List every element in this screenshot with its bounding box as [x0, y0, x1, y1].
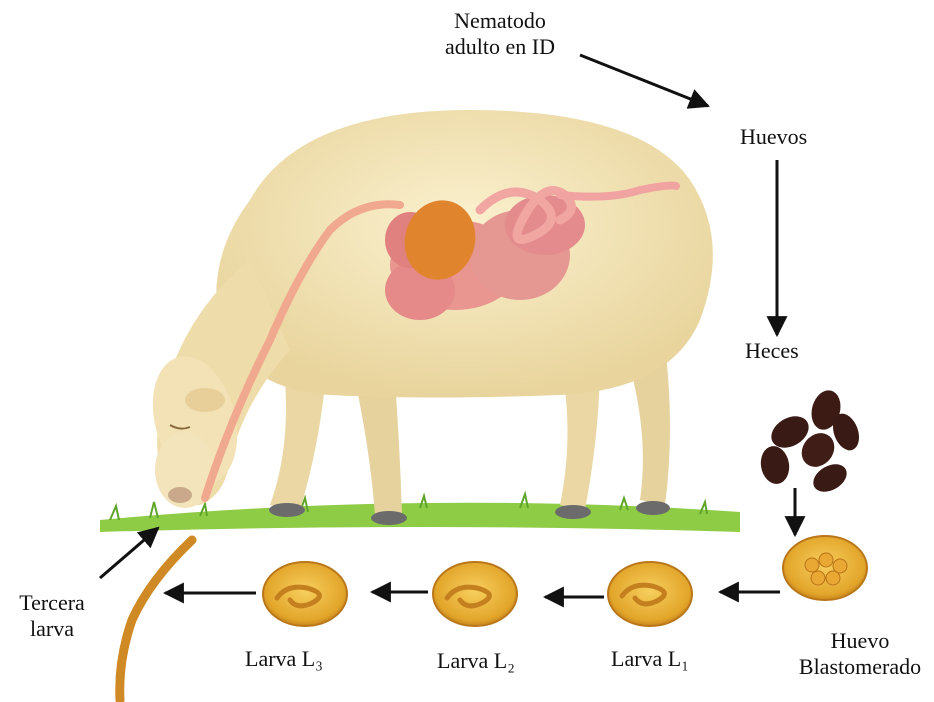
arrow-larva-to-grass: [100, 528, 158, 578]
label-egg-line1: Huevo: [790, 628, 930, 654]
label-adult-line2: adulto en ID: [425, 34, 575, 60]
label-larva-l3: Larva L₃: [245, 646, 323, 672]
label-third-larva: Tercera larva: [2, 590, 102, 642]
label-larva-l2: Larva L₂: [437, 648, 515, 674]
label-egg-line2: Blastomerado: [790, 654, 930, 680]
third-larva-worm: [120, 540, 192, 700]
label-adult-line1: Nematodo: [425, 8, 575, 34]
larva-l2-egg: [433, 562, 517, 626]
label-blastomere-egg: Huevo Blastomerado: [790, 628, 930, 680]
label-adult-nematode: Nematodo adulto en ID: [425, 8, 575, 60]
feces-pellets: [758, 387, 864, 497]
label-third-line2: larva: [2, 616, 102, 642]
label-feces: Heces: [745, 338, 799, 364]
label-eggs: Huevos: [740, 124, 807, 150]
arrow-adult-to-eggs: [580, 55, 708, 106]
sheep-illustration: [140, 110, 713, 525]
label-third-line1: Tercera: [2, 590, 102, 616]
larva-l3-egg: [263, 562, 347, 626]
blastomere-egg: [783, 536, 867, 600]
larva-l1-egg: [608, 562, 692, 626]
label-larva-l1: Larva L₁: [611, 646, 689, 672]
